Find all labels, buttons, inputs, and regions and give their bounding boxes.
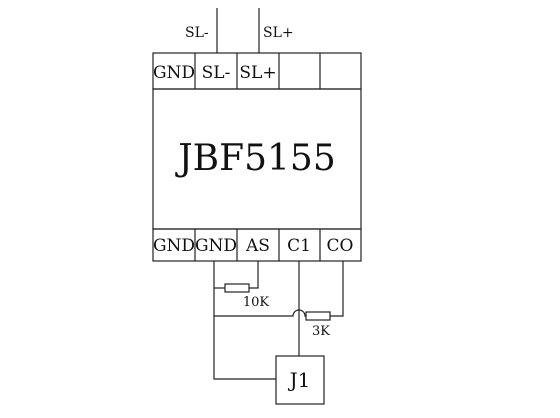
resistor-10k-value: 10K — [243, 295, 270, 310]
resistor-3k-right-lead — [330, 261, 344, 317]
bottom-pin-label: C1 — [287, 236, 311, 256]
module-model-label: JBF5155 — [174, 138, 335, 179]
top-pin-label: SL- — [202, 63, 231, 83]
j1-device-label: J1 — [288, 368, 311, 392]
resistor-10k — [224, 283, 250, 293]
bottom-pin-label: AS — [245, 236, 270, 256]
top-terminal-strip: GND SL- SL+ — [152, 52, 362, 90]
j1-device-box — [275, 355, 325, 405]
bottom-terminal-strip: GND GND AS C1 CO — [152, 228, 362, 262]
bottom-pin-label: CO — [327, 236, 354, 256]
bottom-pin-label: GND — [153, 236, 195, 256]
resistor-3k — [305, 311, 331, 321]
resistor-10k-right-lead — [249, 261, 259, 289]
top-pin-label: SL+ — [239, 63, 276, 83]
resistor-3k-value: 3K — [312, 324, 330, 339]
top-pin-label: GND — [153, 63, 195, 83]
bottom-terminal-frame — [152, 228, 362, 262]
gnd-wire — [213, 261, 276, 380]
sl-plus-signal-label: SL+ — [263, 25, 294, 41]
bottom-pin-label: GND — [195, 236, 237, 256]
sl-minus-signal-label: SL- — [185, 25, 209, 41]
gnd-to-3k-wire — [214, 309, 306, 317]
